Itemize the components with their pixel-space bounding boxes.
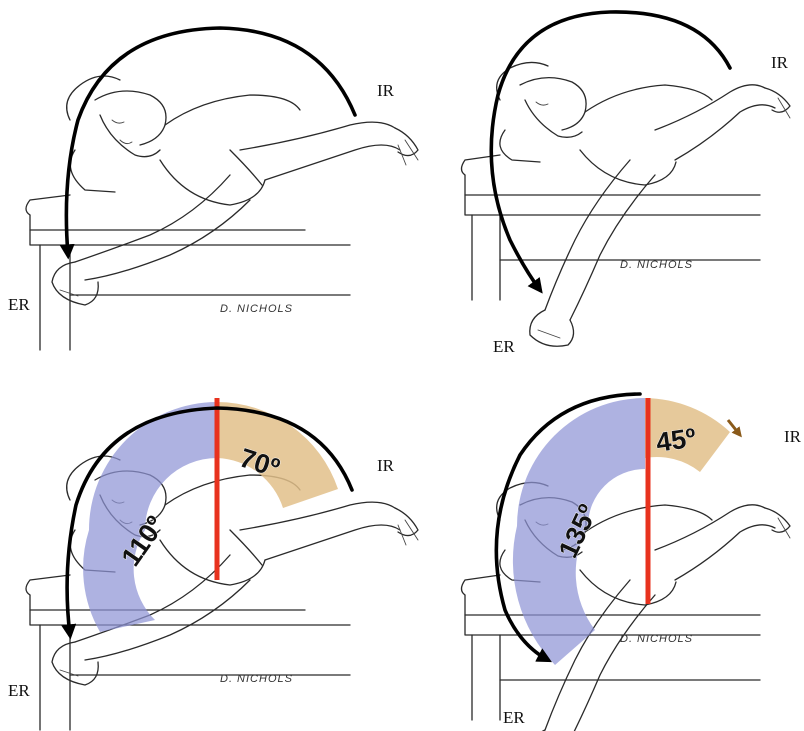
arc-label-45: 45º (654, 423, 698, 458)
patient-illustration (462, 482, 791, 731)
artist-signature: D. NICHOLS (620, 633, 693, 645)
er-label: ER (503, 708, 525, 727)
er-label: ER (8, 681, 30, 700)
ir-label: IR (377, 456, 395, 475)
er-label: ER (8, 295, 30, 314)
panel-top-right: IR ER D. NICHOLS (462, 12, 791, 356)
ir-label: IR (377, 81, 395, 100)
er-label: ER (493, 337, 515, 356)
ir-label: IR (771, 53, 789, 72)
panel-bottom-left: 70º 110º IR ER D. NICHOLS (8, 398, 418, 730)
artist-signature: D. NICHOLS (220, 673, 293, 685)
panel-top-left: IR ER D. NICHOLS (8, 28, 418, 350)
rotation-arrow (491, 12, 730, 290)
patient-illustration (26, 456, 418, 730)
panel-bottom-right: 45º 135º IR ER D. NICHOLS (462, 394, 802, 731)
arc-45-arrowhead (728, 420, 740, 435)
rotation-arrow (66, 28, 355, 255)
ir-label: IR (784, 427, 802, 446)
artist-signature: D. NICHOLS (220, 303, 293, 315)
patient-illustration (462, 62, 791, 346)
artist-signature: D. NICHOLS (620, 259, 693, 271)
